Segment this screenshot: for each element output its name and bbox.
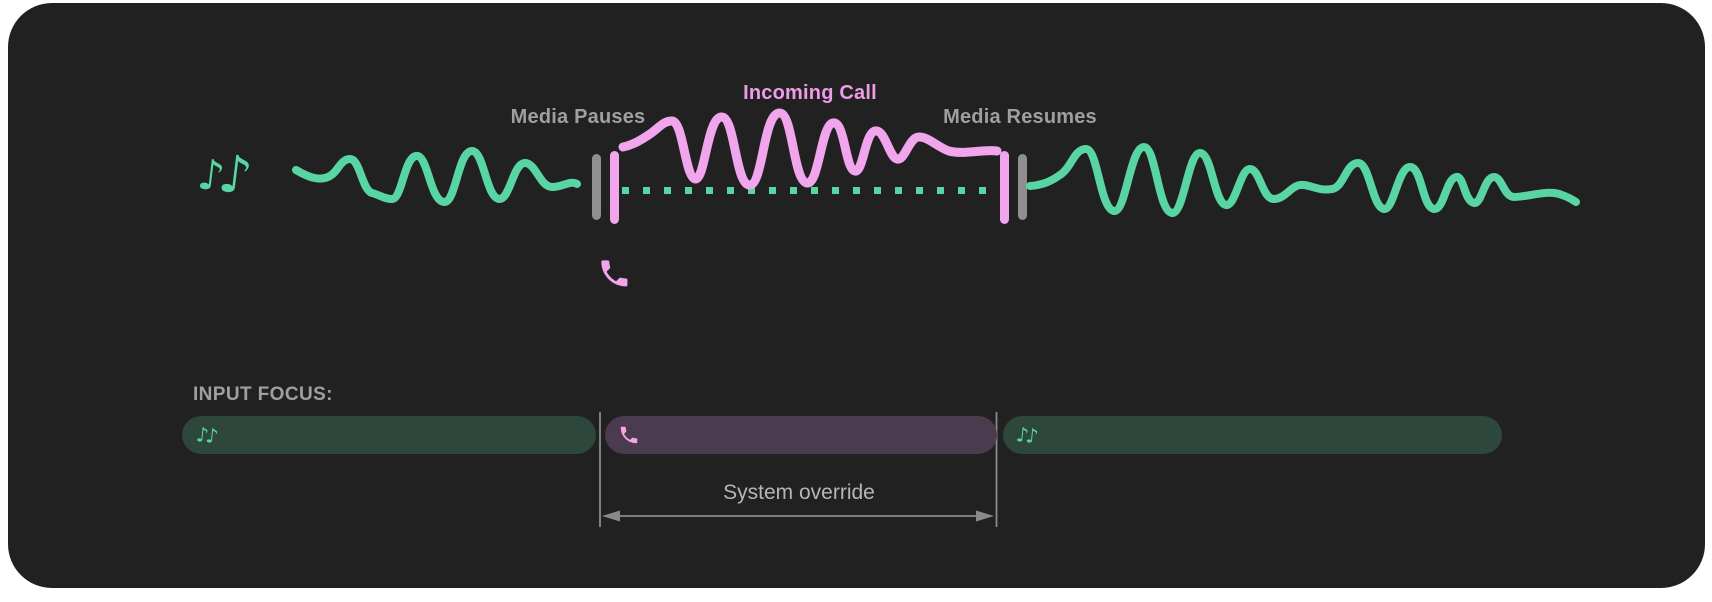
music-notes-icon: ♪♪ <box>194 422 217 448</box>
focus-bar-media-after: ♪♪ <box>1003 416 1502 454</box>
media-resumes-label: Media Resumes <box>943 106 1097 128</box>
input-focus-heading: INPUT FOCUS: <box>193 384 333 405</box>
system-override-label: System override <box>723 481 875 504</box>
music-notes-icon: ♪♪ <box>1014 422 1037 448</box>
media-pauses-label: Media Pauses <box>510 106 646 128</box>
focus-bar-media-before: ♪♪ <box>182 416 596 454</box>
focus-bar-call <box>605 416 997 454</box>
incoming-call-label: Incoming Call <box>743 82 877 104</box>
figure-card <box>8 3 1705 588</box>
music-notes-icon: ♪♪ <box>195 144 250 207</box>
phone-icon <box>620 426 638 444</box>
